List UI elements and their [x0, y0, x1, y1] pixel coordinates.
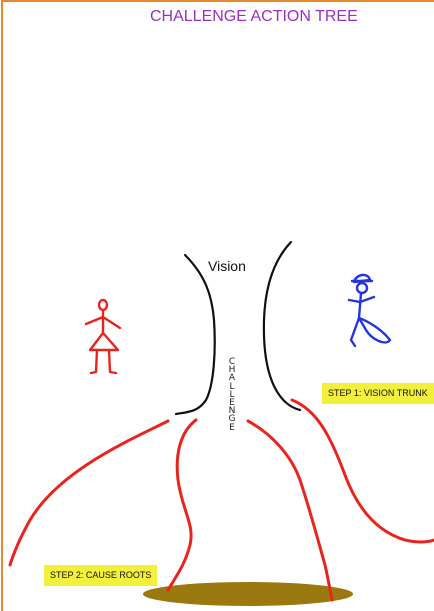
root-center-right [248, 421, 332, 600]
trunk-left-outline [176, 255, 215, 414]
ground-patch [143, 582, 353, 606]
root-far-left [10, 421, 168, 565]
trunk-right-outline [264, 242, 300, 410]
challenge-letter: E [227, 424, 237, 432]
step-1-label: STEP 1: VISION TRUNK [322, 383, 434, 404]
vision-label: Vision [208, 258, 246, 274]
step-2-label: STEP 2: CAUSE ROOTS [44, 565, 157, 586]
page-title: CHALLENGE ACTION TREE [150, 8, 358, 26]
boy-stick-figure [349, 275, 390, 346]
girl-stick-figure [86, 300, 120, 373]
root-center-left [168, 420, 196, 590]
